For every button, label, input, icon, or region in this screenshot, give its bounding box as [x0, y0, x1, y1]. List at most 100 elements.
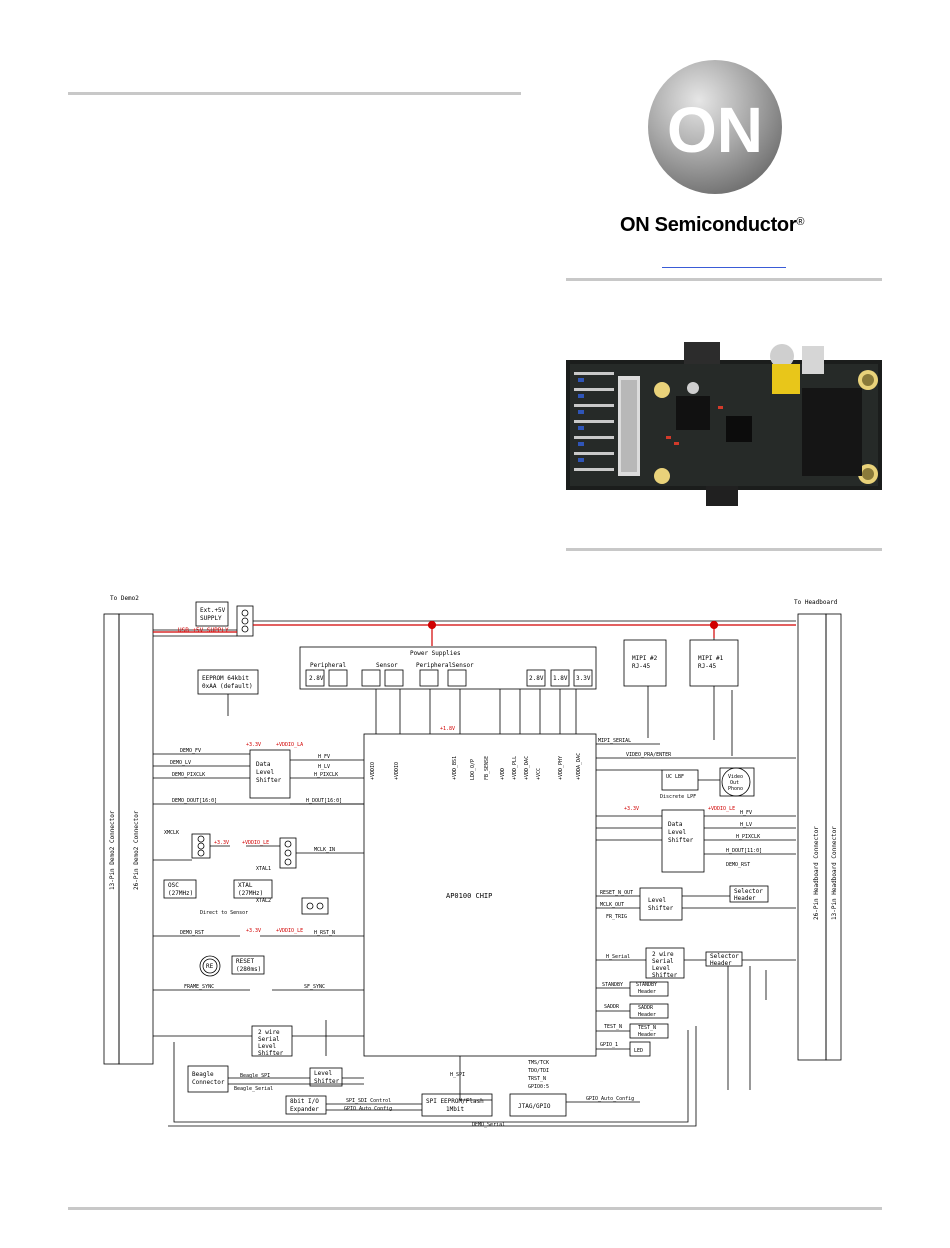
eeprom-line2: 0xAA (default): [202, 683, 253, 690]
mipi1-line2: RJ-45: [698, 663, 716, 670]
reset-2: (280ms): [236, 966, 261, 973]
label-to-headboard: To Headboard: [794, 599, 838, 606]
selector1-2: Header: [734, 895, 756, 902]
rail-0: +VDDIO: [370, 762, 376, 780]
header-rule-right: [566, 278, 882, 281]
sig-b-3: GPIO Auto Config: [344, 1106, 392, 1112]
label-to-demo2: To Demo2: [110, 595, 139, 602]
sig-r-9: FR_TRIG: [606, 914, 627, 920]
data-shifter-l-3: Shifter: [256, 777, 282, 784]
sig-l-3: DEMO_DOUT[16:0]: [172, 798, 217, 804]
sig-l-2: DEMO_PIXCLK: [172, 772, 205, 778]
standby-hdr-1: STANDBY: [636, 982, 657, 988]
ps-group-1: Sensor: [376, 662, 398, 669]
sig-r-5: H_DOUT[11:0]: [726, 848, 762, 854]
sig-c-8: SF_SYNC: [304, 984, 325, 990]
ps-value-0: 2.8V: [309, 675, 324, 682]
spi-flash-1: SPI EEPROM/Flash: [426, 1098, 484, 1105]
website-link[interactable]: [662, 267, 786, 268]
level-shifter-b-1: Level: [314, 1070, 332, 1077]
filter-2: Discrete LPF: [660, 794, 696, 800]
sig-b-6: TDO/TDI: [528, 1068, 549, 1074]
sig-r-3: H_LV: [740, 822, 752, 828]
logo-text: ON: [667, 94, 763, 166]
two-wire-r-4: Shifter: [652, 972, 678, 979]
sig-r-13: TEST_N: [604, 1024, 622, 1030]
video-out-1: Video: [728, 774, 743, 780]
red-label-5: +3.3V: [246, 928, 261, 934]
sig-r-8: MCLK_OUT: [600, 902, 624, 908]
saddr-hdr-1: SADDR: [638, 1005, 654, 1011]
sig-c-1: H_LV: [318, 764, 330, 770]
block-diagram: To Demo2 To Headboard Ext.+5V SUPPLY USB…: [100, 590, 860, 1135]
sig-l-4: XMCLK: [164, 830, 179, 836]
data-shifter-r-3: Shifter: [668, 837, 694, 844]
sig-r-0: MIPI_SERIAL: [598, 738, 631, 744]
expander-2: Expander: [290, 1106, 319, 1113]
ps-group-2: Peripheral: [416, 662, 453, 669]
sig-l-0: DEMO_FV: [180, 748, 201, 754]
rail-7: +VDD_DAC: [524, 756, 530, 780]
red-label-0: +3.3V: [246, 742, 261, 748]
data-shifter-r-2: Level: [668, 829, 686, 836]
photo-rule-bottom: [566, 548, 882, 551]
sig-c-4: MCLK_IN: [314, 847, 335, 853]
video-out-2: Out: [730, 780, 739, 786]
sig-b-2: SPI_SDI Control: [346, 1098, 391, 1104]
two-wire-l-3: Level: [258, 1043, 276, 1050]
led-label: LED: [634, 1048, 643, 1054]
red-label-8: +VDDIO_LE: [708, 806, 735, 812]
beagle-2: Connector: [192, 1079, 225, 1086]
sig-c-5: XTAL1: [256, 866, 271, 872]
ps-value-6: 2.8V: [529, 675, 544, 682]
selector1-1: Selector: [734, 888, 763, 895]
ext-supply-2: SUPPLY: [200, 615, 222, 622]
saddr-hdr-2: Header: [638, 1012, 656, 1018]
sig-r-1: VIDEO_PRA/ENTER: [626, 752, 672, 758]
level-shifter-r-2: Shifter: [648, 905, 674, 912]
sig-r-2: H_FV: [740, 810, 752, 816]
rail-6: +VDD_PLL: [512, 756, 518, 780]
red-label-1: +VDDIO_LA: [276, 742, 303, 748]
rail-4: FB_SENSE: [484, 756, 490, 780]
sig-b-8: GPIO0:5: [528, 1084, 549, 1090]
test-hdr-2: Header: [638, 1032, 656, 1038]
red-label-2: +1.8V: [440, 726, 455, 732]
two-wire-r-2: Serial: [652, 958, 674, 965]
osc-1: OSC: [168, 882, 179, 889]
on-logo: ON: [646, 58, 784, 196]
sig-l-7: Direct to Sensor: [200, 910, 248, 916]
sig-c-6: XTAL2: [256, 898, 271, 904]
sig-c-7: H_RST_N: [314, 930, 335, 936]
beagle-1: Beagle: [192, 1071, 214, 1078]
mipi2-line1: MIPI #2: [632, 655, 658, 662]
ps-group-3: Sensor: [452, 662, 474, 669]
sig-r-6: DEMO_RST: [726, 862, 750, 868]
data-shifter-r-1: Data: [668, 821, 683, 828]
sig-b-1: Beagle_Serial: [234, 1086, 273, 1092]
sig-c-0: H_FV: [318, 754, 330, 760]
right-conn-outer-label: 13-Pin Headboard Connector: [831, 826, 838, 920]
ps-value-7: 1.8V: [553, 675, 568, 682]
expander-1: 8bit I/O: [290, 1098, 319, 1105]
sig-r-14: GPIO_1: [600, 1042, 618, 1048]
selector2-1: Selector: [710, 953, 739, 960]
two-wire-l-2: Serial: [258, 1036, 280, 1043]
header-rule-left: [68, 92, 521, 95]
chip-label: AP0100 CHIP: [446, 892, 492, 900]
sig-b-0: Beagle_SPI: [240, 1073, 270, 1079]
left-conn-inner-label: 26-Pin Demo2 Connector: [133, 810, 140, 890]
right-conn-inner-label: 26-Pin Headboard Connector: [813, 826, 820, 920]
power-supplies-label: Power Supplies: [410, 650, 461, 657]
sig-b-9: GPIO_Auto_Config: [586, 1096, 634, 1102]
two-wire-r-3: Level: [652, 965, 670, 972]
xtal-1: XTAL: [238, 882, 253, 889]
level-shifter-r-1: Level: [648, 897, 666, 904]
video-out-3: Phono: [728, 786, 743, 792]
footer-rule: [68, 1207, 882, 1210]
sig-b-5: TMS/TCK: [528, 1060, 549, 1066]
red-label-6: +VDDIO_LE: [276, 928, 303, 934]
red-label-4: +VDDIO_LE: [242, 840, 269, 846]
reset-button-label: RE: [206, 963, 214, 970]
rail-5: +VDD: [500, 768, 506, 780]
